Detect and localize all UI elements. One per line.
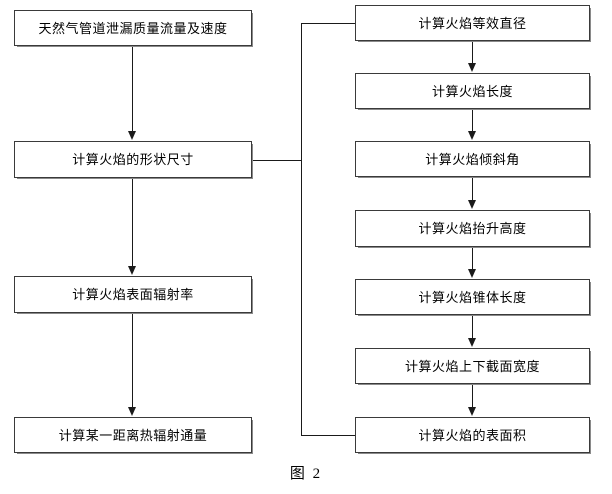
- node-label: 计算火焰的表面积: [418, 427, 527, 443]
- arrowhead-lift-to-cone: [468, 269, 476, 278]
- node-label: 计算火焰的形状尺寸: [72, 152, 194, 167]
- node-flame-surface-area[interactable]: 计算火焰的表面积: [355, 417, 591, 454]
- node-leak-mass-flow-velocity[interactable]: 天然气管道泄漏质量流量及速度: [14, 10, 253, 47]
- node-thermal-radiation-flux-at-distance[interactable]: 计算某一距离热辐射通量: [14, 417, 253, 454]
- connector-shape-to-emissivity: [132, 178, 133, 267]
- arrowhead-section-to-area: [468, 407, 476, 416]
- node-flame-surface-emissivity[interactable]: 计算火焰表面辐射率: [14, 276, 253, 314]
- figure-caption: 图 2: [289, 466, 323, 482]
- connector-bus-to-equivalent-diameter: [301, 23, 356, 24]
- node-label: 计算火焰等效直径: [418, 15, 527, 31]
- node-flame-section-widths[interactable]: 计算火焰上下截面宽度: [355, 348, 591, 385]
- connector-length-to-tilt: [472, 109, 473, 132]
- node-flame-equivalent-diameter[interactable]: 计算火焰等效直径: [355, 5, 591, 42]
- connector-section-to-area: [472, 384, 473, 408]
- node-label: 计算火焰锥体长度: [418, 289, 527, 305]
- connector-emissivity-to-flux: [132, 313, 133, 408]
- node-label: 计算火焰倾斜角: [425, 151, 520, 167]
- connector-cone-to-section: [472, 315, 473, 339]
- connector-tilt-to-lift: [472, 177, 473, 201]
- node-label: 计算某一距离热辐射通量: [58, 427, 208, 443]
- arrowhead-length-to-tilt: [468, 131, 476, 140]
- node-flame-lift-height[interactable]: 计算火焰抬升高度: [355, 210, 591, 248]
- node-label: 计算火焰上下截面宽度: [404, 358, 540, 374]
- node-label: 天然气管道泄漏质量流量及速度: [38, 20, 228, 36]
- node-flame-cone-length[interactable]: 计算火焰锥体长度: [355, 279, 591, 316]
- connector-bus-vertical: [301, 23, 302, 436]
- arrowhead-diameter-to-length: [468, 63, 476, 72]
- connector-lift-to-cone: [472, 247, 473, 270]
- arrowhead-tilt-to-lift: [468, 200, 476, 209]
- node-label: 计算火焰表面辐射率: [72, 287, 194, 302]
- node-label: 计算火焰长度: [431, 83, 513, 99]
- connector-shape-to-bus: [252, 160, 302, 161]
- node-label: 计算火焰抬升高度: [418, 221, 527, 236]
- arrowhead-leak-to-shape: [128, 131, 136, 140]
- connector-leak-to-shape: [132, 46, 133, 132]
- arrowhead-emissivity-to-flux: [128, 407, 136, 416]
- arrowhead-cone-to-section: [468, 338, 476, 347]
- node-flame-shape-size[interactable]: 计算火焰的形状尺寸: [14, 141, 253, 179]
- node-flame-tilt-angle[interactable]: 计算火焰倾斜角: [355, 141, 591, 178]
- arrowhead-shape-to-emissivity: [128, 266, 136, 275]
- connector-bus-to-surface-area: [301, 435, 356, 436]
- node-flame-length[interactable]: 计算火焰长度: [355, 73, 591, 110]
- connector-diameter-to-length: [472, 41, 473, 64]
